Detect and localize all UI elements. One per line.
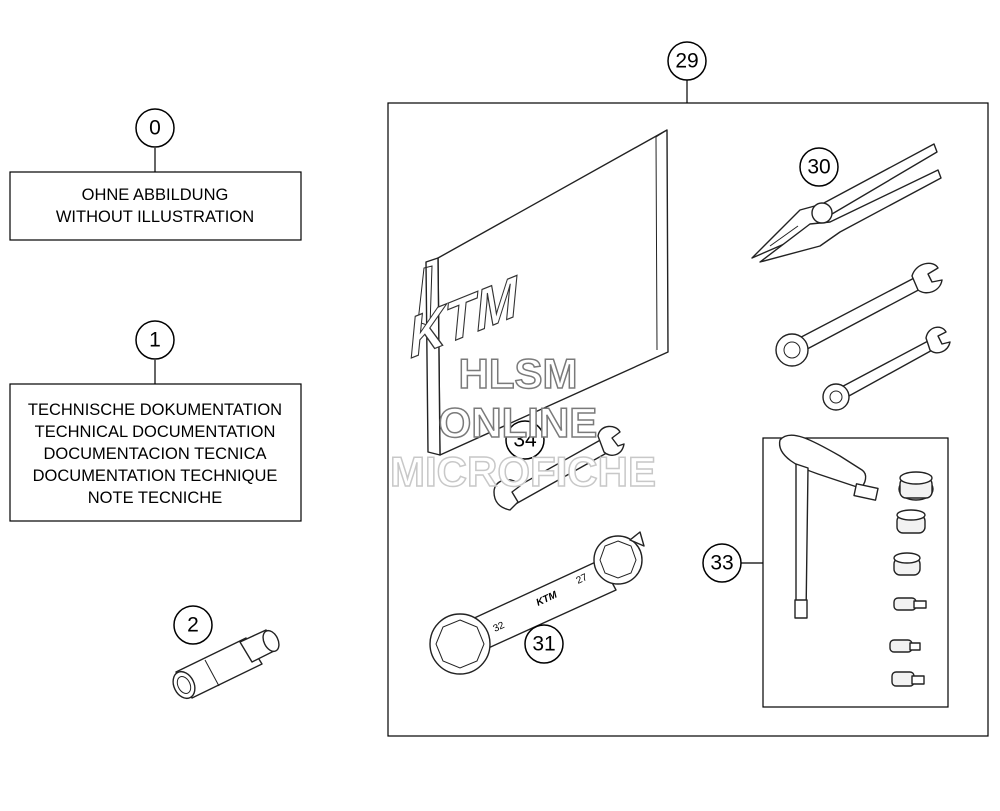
spark-plug-socket [172, 629, 280, 700]
t-handle-driver [779, 434, 879, 619]
tool-pouch: KTM [406, 129, 669, 456]
callout-1-number: 1 [149, 329, 161, 352]
callout-2[interactable]: 2 [173, 605, 213, 645]
callout-30-number: 30 [807, 156, 830, 179]
watermark: HLSM ONLINE MICROFICHE [389, 349, 657, 496]
callout-2-number: 2 [187, 614, 199, 637]
box0-line-1: OHNE ABBILDUNG [82, 186, 229, 204]
wrench31-size-32: 32 [492, 620, 507, 635]
box1-line-1: TECHNISCHE DOKUMENTATION [28, 401, 282, 419]
wrench31-size-27: 27 [575, 572, 590, 587]
callout-33-number: 33 [710, 552, 733, 575]
box1-line-3: DOCUMENTACION TECNICA [43, 445, 266, 463]
callout-0-number: 0 [149, 117, 161, 140]
callout-31[interactable]: 31 [524, 624, 564, 664]
box0-line-2: WITHOUT ILLUSTRATION [56, 208, 254, 226]
callout-1[interactable]: 1 [135, 320, 175, 360]
callout-30[interactable]: 30 [799, 147, 839, 187]
open-end-wrench [493, 425, 625, 511]
callout-31-number: 31 [532, 633, 555, 656]
callout-29-number: 29 [675, 50, 698, 73]
pliers [751, 143, 942, 263]
box-without-illustration [9, 171, 302, 241]
callout-34-number: 34 [513, 429, 537, 452]
callout-29[interactable]: 29 [667, 41, 707, 81]
box1-line-2: TECHNICAL DOCUMENTATION [35, 423, 276, 441]
callout-0[interactable]: 0 [135, 108, 175, 148]
callout-33[interactable]: 33 [702, 543, 742, 583]
ring-spanner: 32 27 KTM [429, 531, 645, 675]
watermark-line-1: HLSM [459, 350, 578, 397]
box1-line-5: NOTE TECNICHE [88, 489, 222, 507]
combination-wrench-small [822, 326, 951, 411]
combination-wrench-large [775, 262, 943, 367]
watermark-line-2: ONLINE [439, 399, 598, 446]
box1-line-4: DOCUMENTATION TECHNIQUE [33, 467, 278, 485]
callout-34[interactable]: 34 [505, 420, 545, 460]
watermark-line-3: MICROFICHE [390, 448, 656, 495]
socket-bits [889, 471, 934, 687]
box-technical-documentation [9, 383, 302, 522]
